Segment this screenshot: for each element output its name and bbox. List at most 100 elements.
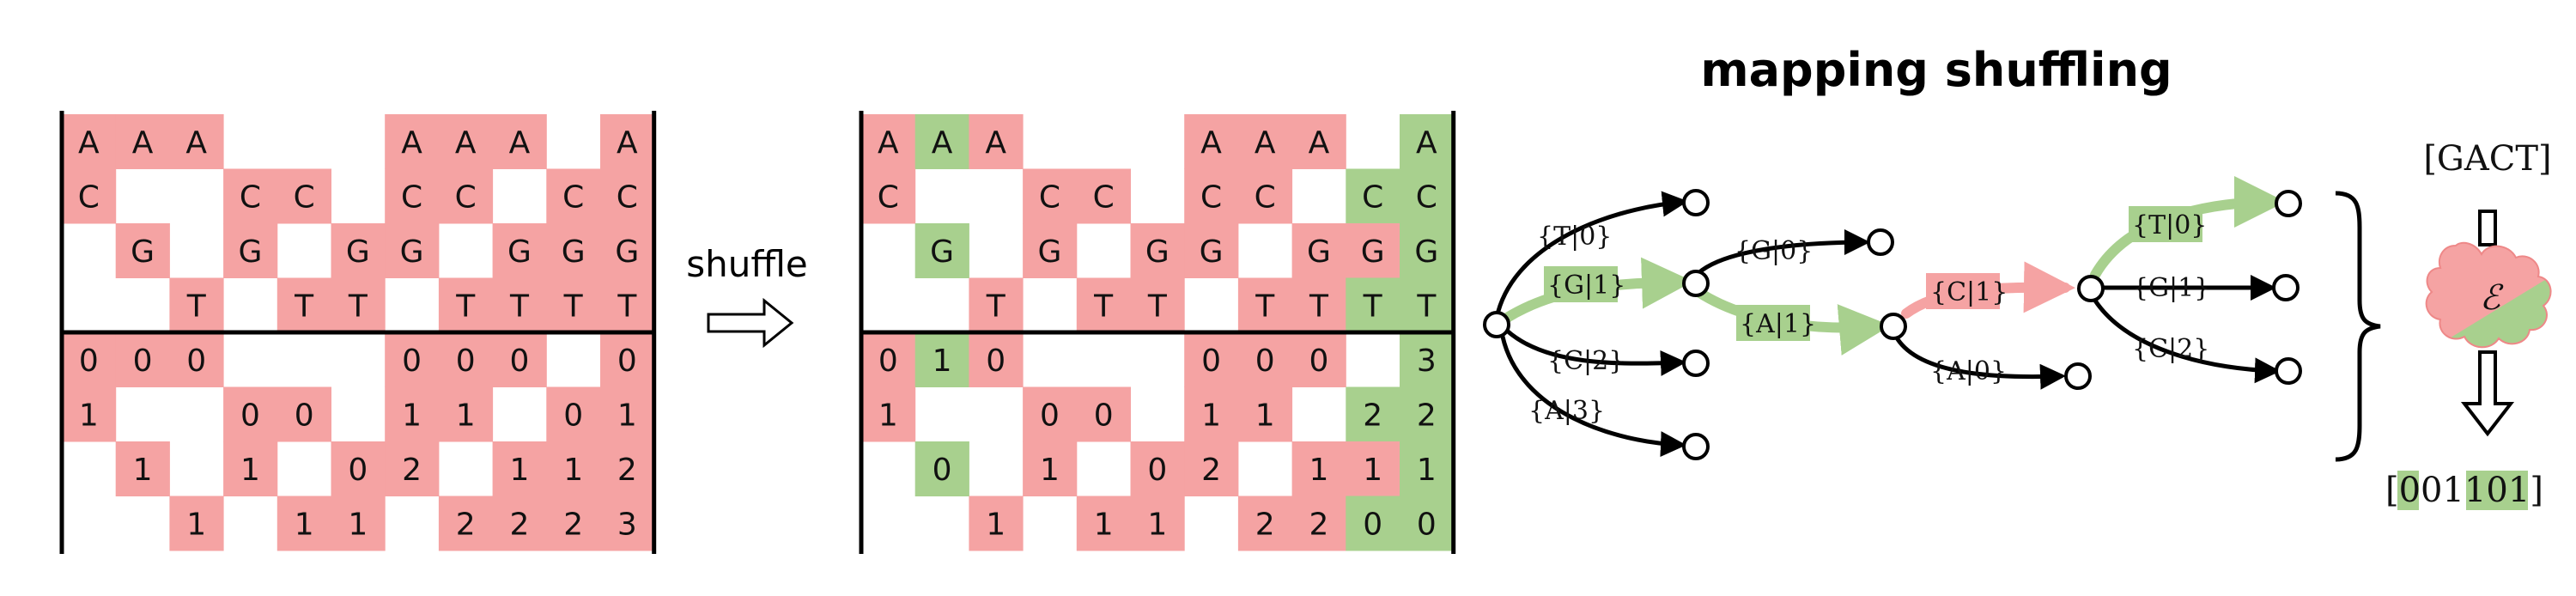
table-cell — [1400, 441, 1455, 496]
table-cell-value: A — [78, 125, 100, 161]
table-cell-value: 0 — [617, 344, 637, 379]
table-cell — [385, 441, 440, 496]
table-cell — [492, 332, 547, 387]
table-cell — [914, 441, 969, 496]
table-cell-value: C — [1255, 179, 1276, 215]
table-cell — [115, 223, 170, 278]
edge-n1-g0 — [1696, 229, 1870, 276]
table-cell-value: 2 — [563, 507, 583, 542]
table-cell-value: 0 — [1201, 344, 1221, 379]
edge-root-t0 — [1494, 191, 1688, 320]
table-cell — [1023, 441, 1078, 496]
table-cell — [1400, 277, 1455, 333]
table-cell — [115, 441, 170, 496]
edge-label: {A|3} — [1528, 396, 1605, 426]
table-cell — [115, 332, 170, 387]
table-cell — [276, 496, 331, 551]
table-cell-value: 1 — [563, 453, 583, 488]
edge-root-c2 — [1504, 328, 1686, 376]
table-cell — [546, 277, 601, 333]
table-cell — [600, 114, 655, 169]
table-cell — [169, 496, 224, 551]
table-cell-value: 2 — [509, 507, 529, 542]
table-cell — [169, 114, 224, 169]
table-cell — [1237, 277, 1293, 333]
table-cell — [438, 332, 494, 387]
table-cell-value: C — [1362, 179, 1383, 215]
table-cell-value: T — [186, 289, 207, 324]
table-cell-value: 2 — [402, 453, 422, 488]
table-cell — [600, 168, 655, 224]
table-cell — [1400, 223, 1455, 278]
table-cell — [600, 332, 655, 387]
down-arrow-icon — [2460, 350, 2515, 437]
table-cell-value: A — [1309, 125, 1330, 161]
encoder-cloud-icon: ℰ — [2425, 241, 2552, 349]
table-cell-value: A — [1200, 125, 1222, 161]
output-highlight-a — [2397, 471, 2419, 510]
table-cell-value: 1 — [456, 398, 476, 433]
table-cell — [492, 441, 547, 496]
table-cell-value: 1 — [1255, 398, 1275, 433]
table-cell — [914, 114, 969, 169]
table-cell-value: 1 — [295, 507, 314, 542]
shuffle-arrow-icon — [707, 297, 794, 349]
table-cell-value: T — [1255, 289, 1275, 324]
table-cell — [1291, 277, 1346, 333]
table-cell-value: 0 — [295, 398, 314, 433]
table-cell — [492, 114, 547, 169]
table-cell — [1400, 332, 1455, 387]
table-cell — [600, 277, 655, 333]
table-cell — [969, 332, 1024, 387]
table-cell — [861, 114, 916, 169]
table-cell-value: G — [1307, 234, 1331, 270]
table-cell — [1076, 386, 1131, 442]
table-cell-value: A — [617, 125, 638, 161]
table-cell-value: 2 — [1417, 398, 1437, 433]
tree-node — [1682, 189, 1710, 216]
tree-node — [1682, 270, 1710, 297]
table-cell — [1130, 277, 1185, 333]
table-cell — [1291, 496, 1346, 551]
edge-label: {T|0} — [1537, 222, 1612, 252]
table-cell-value: T — [1363, 289, 1383, 324]
table-cell — [1346, 168, 1400, 224]
table-cell — [1076, 496, 1131, 551]
table-cell-value: 1 — [348, 507, 368, 542]
table-cell — [1346, 277, 1400, 333]
table-cell-value: 0 — [186, 344, 206, 379]
table-cell-value: 0 — [1363, 507, 1382, 542]
table-cell — [1023, 223, 1078, 278]
table-cell-value: A — [878, 125, 899, 161]
table-cell-value: T — [986, 289, 1006, 324]
table-cell-value: G — [1200, 234, 1224, 270]
table-cell — [62, 386, 117, 442]
edge-n3-c2 — [2093, 298, 2281, 384]
table-cell — [385, 332, 440, 387]
table-cell-value: G — [615, 234, 639, 270]
edge-root-a3 — [1500, 334, 1686, 458]
table-cell — [969, 114, 1024, 169]
table-cell-value: 0 — [1147, 453, 1167, 488]
table-cell-value: C — [294, 179, 315, 215]
table-cell-value: G — [930, 234, 954, 270]
table-cell-value: 1 — [1147, 507, 1167, 542]
table-cell-value: 0 — [456, 344, 476, 379]
table-cell — [1184, 386, 1239, 442]
output-bracket-open: [ — [2385, 471, 2399, 510]
table-cell — [1346, 223, 1400, 278]
table-cell-value: T — [1309, 289, 1329, 324]
table-cell — [1184, 223, 1239, 278]
table-cell-value: T — [563, 289, 584, 324]
table-cell — [1291, 223, 1346, 278]
table-cell-value: 0 — [1255, 344, 1275, 379]
table-cell — [600, 223, 655, 278]
table-cell — [1237, 114, 1293, 169]
table-cell-value: 1 — [509, 453, 529, 488]
right-brace-icon — [2335, 191, 2381, 462]
table-cell-value: C — [562, 179, 584, 215]
tree-node — [2077, 275, 2105, 302]
table-cell-value: 1 — [1094, 507, 1114, 542]
table-cell — [1184, 114, 1239, 169]
